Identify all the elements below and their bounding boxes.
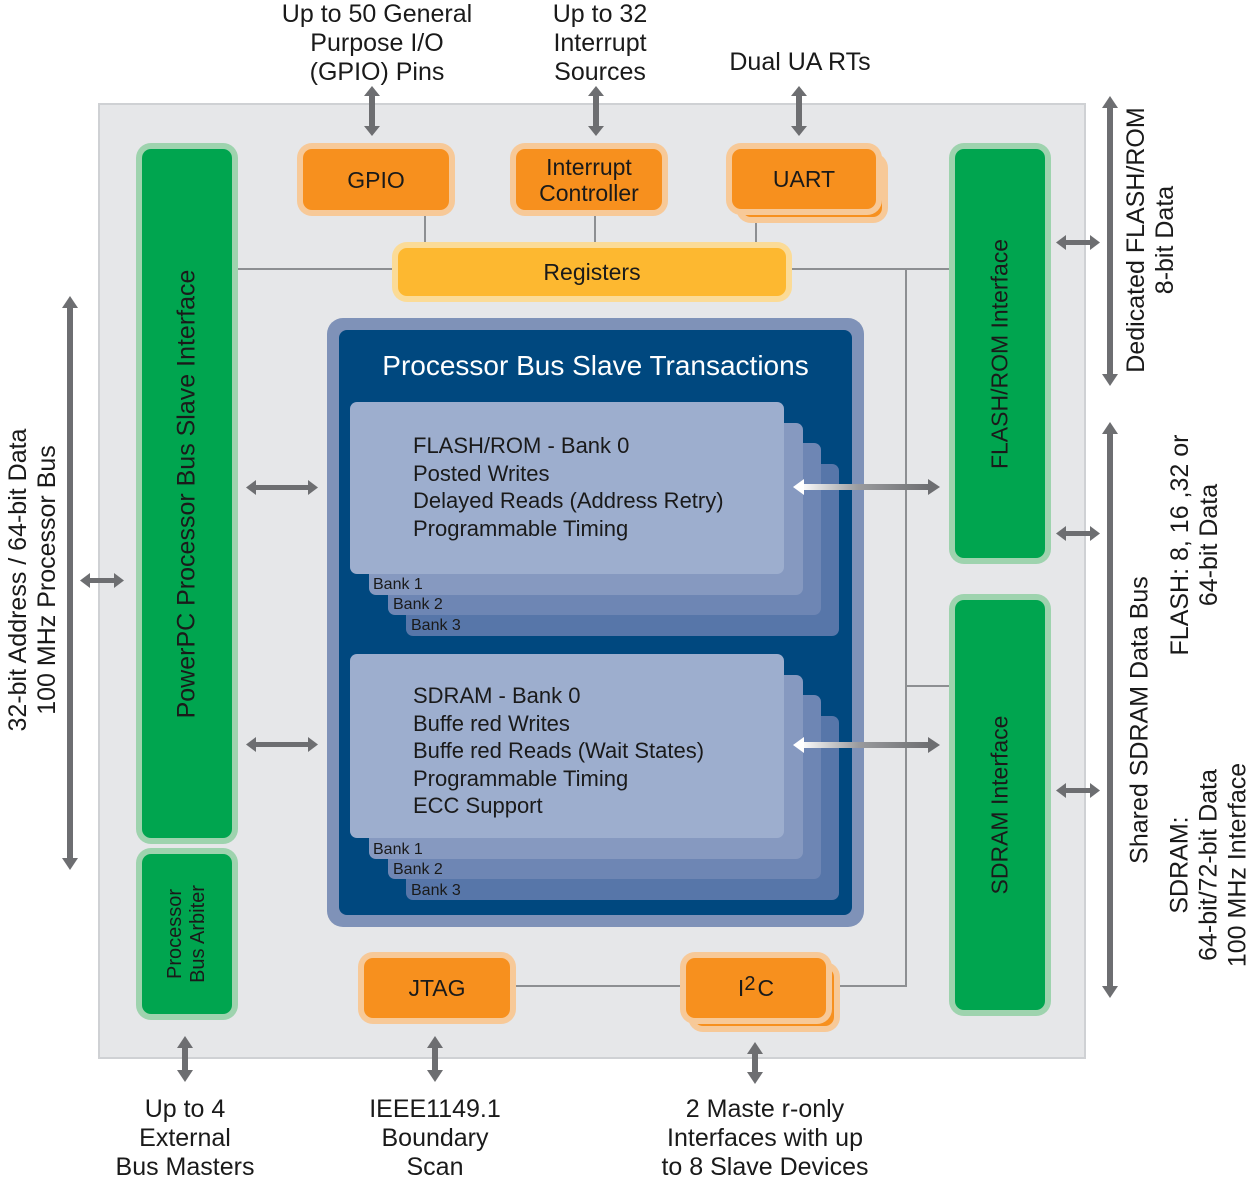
label-line: 100 MHz Interface — [1223, 762, 1252, 968]
sdram-bank-0-details: SDRAM - Bank 0 Buffe red Writes Buffe re… — [413, 682, 704, 820]
sdram-bank-1-label: Bank 1 — [373, 841, 423, 858]
detail-line: Programmable Timing — [413, 515, 629, 541]
sdram-bank-0-card — [350, 654, 784, 838]
detail-line: Buffe red Reads (Wait States) — [413, 738, 705, 763]
block-label: JTAG — [408, 975, 466, 1001]
block-label: GPIO — [347, 166, 405, 193]
block-label: SDRAM Interface — [986, 715, 1013, 895]
label-line: to 8 Slave Devices — [661, 1153, 869, 1181]
label-line: IEEE1149.1 — [369, 1095, 501, 1123]
label-line: Dual UA RTs — [729, 48, 871, 76]
label-line: Interfaces with up — [667, 1124, 863, 1152]
dedicated-flash-bus-arrow — [1102, 96, 1118, 386]
sdram-width-label: SDRAM: 64-bit/72-bit Data 100 MHz Interf… — [1162, 720, 1256, 1010]
i2c-tail: C — [757, 975, 775, 1001]
jtag-block[interactable]: JTAG — [364, 958, 510, 1018]
label-line: 64-bit Data — [1195, 483, 1223, 607]
label-line: Interrupt — [553, 29, 647, 57]
block-label: Interrupt — [546, 153, 632, 180]
label-line: Scan — [406, 1153, 464, 1181]
block-label: Processor — [164, 888, 186, 980]
gpio-block[interactable]: GPIO — [303, 149, 449, 210]
label-line: SDRAM: — [1165, 816, 1194, 914]
i2c-devices-label: 2 Maste r-only Interfaces with up to 8 S… — [640, 1095, 890, 1182]
label-line: 32-bit Address / 64-bit Data — [4, 428, 32, 732]
detail-line: Buffe red Writes — [413, 710, 570, 736]
label-line: Sources — [554, 58, 646, 86]
sdram-register-wire — [905, 685, 959, 687]
block-label: Controller — [539, 179, 639, 206]
label-line: 2 Maste r-only — [685, 1095, 845, 1123]
label-line: Bus Masters — [115, 1153, 255, 1181]
label-line: Shared SDRAM Data Bus — [1125, 576, 1154, 864]
shared-sdram-bus-arrow — [1102, 422, 1118, 998]
label-line: (GPIO) Pins — [309, 58, 445, 86]
detail-line: ECC Support — [413, 793, 543, 818]
uart-external-label: Dual UA RTs — [700, 48, 900, 77]
flash-bank-1-label: Bank 1 — [373, 576, 423, 593]
interrupt-external-label: Up to 32 Interrupt Sources — [510, 0, 690, 87]
label-line: FLASH: 8, 16 ,32 or — [1166, 434, 1194, 656]
label-line: External — [139, 1124, 231, 1152]
powerpc-slave-interface[interactable]: PowerPC Processor Bus Slave Interface — [142, 149, 232, 838]
block-label: Bus Arbiter — [187, 885, 209, 983]
label-line: Up to 4 — [144, 1095, 226, 1123]
uart-block[interactable]: UART — [732, 149, 876, 209]
bus-masters-label: Up to 4 External Bus Masters — [100, 1095, 270, 1182]
boundary-scan-label: IEEE1149.1 Boundary Scan — [350, 1095, 520, 1182]
label-line: Boundary — [381, 1124, 489, 1152]
label-line: Up to 50 General — [281, 0, 473, 28]
block-label: UART — [772, 166, 836, 192]
shared-sdram-label: Shared SDRAM Data Bus — [1122, 576, 1158, 864]
gpio-wire — [424, 212, 426, 248]
detail-line: Posted Writes — [413, 460, 550, 486]
label-line: 64-bit/72-bit Data — [1194, 769, 1223, 961]
processor-bus-label: 32-bit Address / 64-bit Data 100 MHz Pro… — [0, 300, 66, 860]
detail-line: Programmable Timing — [413, 765, 629, 791]
label-line: 100 MHz Processor Bus — [33, 445, 61, 715]
block-label: Registers — [543, 259, 641, 285]
block-label: PowerPC Processor Bus Slave Interface — [172, 269, 201, 718]
block-label: FLASH/ROM Interface — [986, 238, 1013, 469]
flash-bank-2-label: Bank 2 — [393, 596, 443, 613]
sdram-bank-2-label: Bank 2 — [393, 861, 443, 878]
processor-bus-arbiter[interactable]: Processor Bus Arbiter — [142, 854, 232, 1014]
sdram-interface[interactable]: SDRAM Interface — [955, 600, 1045, 1010]
i2c-superscript: 2 — [744, 973, 756, 995]
i2c-base: I — [737, 975, 745, 1001]
label-line: 8-bit Data — [1151, 185, 1179, 295]
sdram-bank-3-label: Bank 3 — [411, 882, 461, 899]
transactions-title: Processor Bus Slave Transactions — [382, 350, 809, 381]
flash-bank-0-details: FLASH/ROM - Bank 0 Posted Writes Delayed… — [413, 432, 724, 542]
detail-line: Delayed Reads (Address Retry) — [413, 488, 724, 513]
label-line: Purpose I/O — [310, 29, 444, 57]
flash-rom-external-label: Dedicated FLASH/ROM 8-bit Data — [1118, 90, 1184, 390]
detail-line: FLASH/ROM - Bank 0 — [413, 433, 630, 458]
i2c-trunk-wire — [905, 268, 907, 986]
label-line: Dedicated FLASH/ROM — [1122, 107, 1150, 373]
uart-wire — [755, 212, 757, 248]
interrupt-wire — [594, 212, 596, 248]
interrupt-controller-block[interactable]: Interrupt Controller — [516, 149, 662, 210]
flash-bank-0-card — [350, 402, 784, 574]
flash-width-label: FLASH: 8, 16 ,32 or 64-bit Data — [1162, 410, 1228, 680]
gpio-external-label: Up to 50 General Purpose I/O (GPIO) Pins — [252, 0, 502, 87]
registers-block[interactable]: Registers — [398, 248, 786, 296]
flash-rom-interface[interactable]: FLASH/ROM Interface — [955, 149, 1045, 558]
detail-line: SDRAM - Bank 0 — [413, 683, 581, 708]
label-line: Up to 32 — [552, 0, 648, 28]
flash-bank-3-label: Bank 3 — [411, 617, 461, 634]
